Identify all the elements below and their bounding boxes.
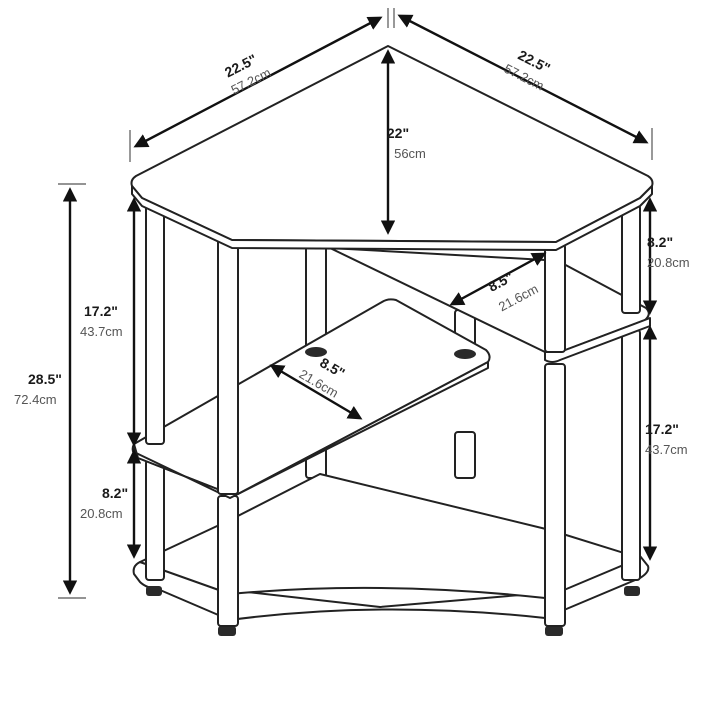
right-middle-shelf-edge: [544, 317, 651, 363]
feet: [146, 586, 640, 636]
desk-top: [130, 45, 654, 243]
leg-left-lower: [145, 459, 165, 581]
label-top-depth-in: 22": [387, 125, 409, 141]
label-left-upper-cm: 43.7cm: [80, 324, 123, 339]
left-middle-shelf-edge: [133, 361, 489, 499]
leg-right-back-lower: [621, 329, 641, 581]
leg-center-lower: [217, 495, 239, 627]
label-left-lower-in: 8.2": [102, 485, 128, 501]
leg-center-upper: [217, 235, 239, 495]
leg-right-back-upper: [621, 204, 641, 314]
bottom-shelf-top: [139, 473, 641, 599]
foot-front-right: [545, 626, 563, 636]
leg-right-front-lower: [544, 363, 566, 627]
label-right-upper-cm: 20.8cm: [647, 255, 690, 270]
label-overall-height-in: 28.5": [28, 371, 62, 387]
foot-front-left: [146, 586, 162, 596]
back-legs: [305, 243, 476, 479]
dim-line-top-left: [133, 16, 383, 148]
label-right-upper-in: 8.2": [647, 234, 673, 250]
upper-legs: [145, 199, 641, 495]
leg-cap-center: [305, 347, 327, 357]
leg-right-front-upper: [544, 243, 566, 353]
label-left-upper-in: 17.2": [84, 303, 118, 319]
back-leg-right-lower: [454, 431, 476, 479]
label-right-lower-cm: 43.7cm: [645, 442, 688, 457]
label-left-lower-cm: 20.8cm: [80, 506, 123, 521]
label-overall-height-cm: 72.4cm: [14, 392, 57, 407]
front-lower-legs: [145, 329, 641, 627]
leg-cap-right: [454, 349, 476, 359]
label-top-depth-cm: 56cm: [394, 146, 426, 161]
label-right-lower-in: 17.2": [645, 421, 679, 437]
dim-line-left-shelf-depth: [269, 364, 363, 420]
dimension-lines: [58, 8, 658, 599]
leg-left-upper: [145, 199, 165, 445]
foot-front-center: [218, 626, 236, 636]
desk-top-edge: [131, 185, 653, 251]
foot-back-right: [624, 586, 640, 596]
bottom-shelf: [132, 555, 650, 621]
dim-line-right-shelf-depth: [449, 252, 547, 306]
dim-line-top-right: [397, 14, 649, 144]
